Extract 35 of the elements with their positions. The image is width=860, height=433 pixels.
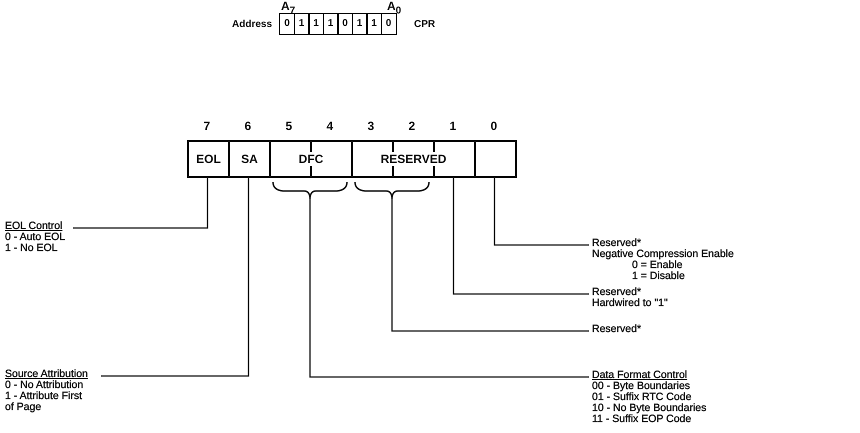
bit-number: 7	[204, 120, 210, 133]
field-description: Source Attribution 0 - No Attribution 1 - Attribute First of Page	[5, 369, 93, 413]
field-description: Reserved* Negative Compression Enable 0 = Enable 1 = Disable	[592, 238, 734, 282]
leader-line	[452, 178, 589, 295]
bit-value-cell: 1	[366, 13, 382, 35]
field-description: EOL Control 0 - Auto EOL 1 - No EOL	[5, 221, 66, 254]
field-description: Reserved*	[592, 324, 642, 335]
bit-value-cell: 1	[308, 13, 324, 35]
bit-value-cell: 0	[337, 13, 353, 35]
bit-number: 4	[326, 120, 334, 133]
register-name: CPR	[414, 18, 436, 31]
bit-value-cell: 1	[352, 13, 368, 35]
bit-number: 0	[490, 120, 498, 133]
leader-line	[309, 199, 589, 378]
bit-value-cell: 1	[294, 13, 310, 35]
bit-value-cell: 0	[380, 13, 396, 35]
bit-field: SA	[228, 140, 271, 178]
bit-value-cell: 0	[279, 13, 295, 35]
bit-number: 2	[408, 120, 416, 133]
bit-number: 3	[368, 120, 374, 133]
leader-line	[391, 199, 589, 332]
register-name: Address	[232, 18, 272, 31]
bit-value-cell: 1	[322, 13, 338, 35]
leader-line	[494, 178, 589, 246]
field-description: Data Format Control 00 - Byte Boundaries 01 - Suffix RTC Code 10 - No Byte Boundaries 11 - Suffix EOP Code	[592, 370, 706, 425]
bit-number: 6	[244, 120, 252, 133]
empty-bit-field	[474, 140, 517, 178]
bit-field: EOL	[187, 140, 230, 178]
leader-line	[73, 178, 208, 229]
bit-field: RESERVED	[351, 140, 476, 178]
leader-line	[101, 178, 250, 377]
bit-field: DFC	[269, 140, 353, 178]
bit-number: 1	[450, 120, 456, 133]
field-description: Reserved* Hardwired to "1"	[592, 287, 668, 309]
bit-number: 5	[286, 120, 292, 133]
